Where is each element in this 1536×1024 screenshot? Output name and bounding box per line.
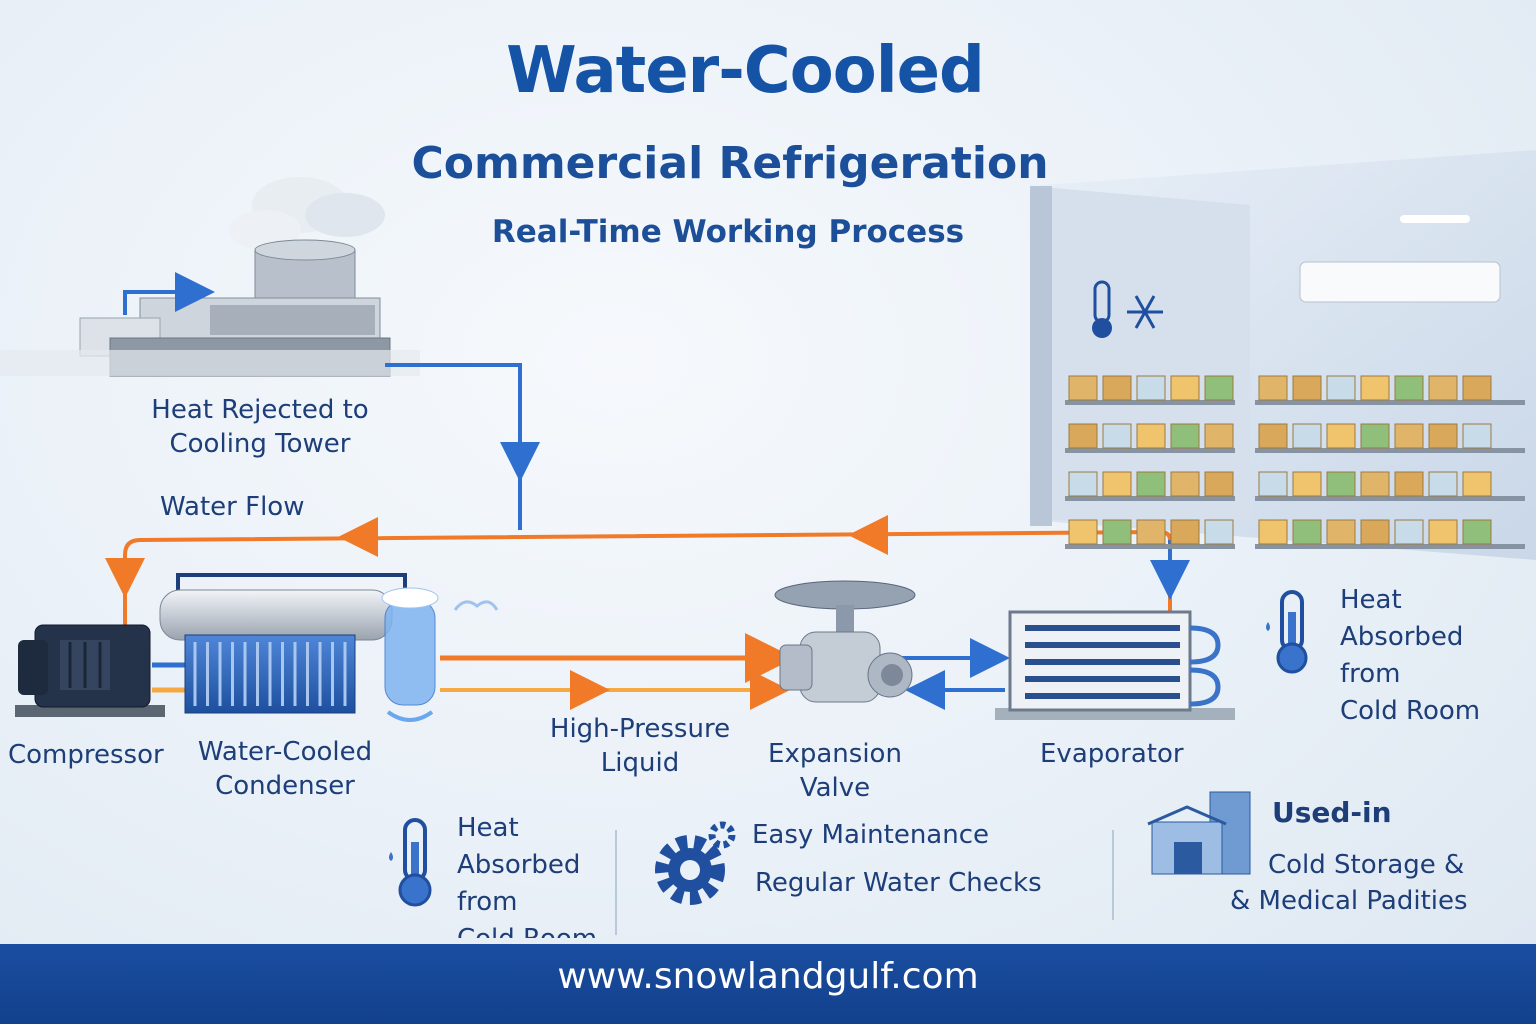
page-subtitle: Real-Time Working Process (491, 214, 965, 250)
condenser-label: Water-Cooled Condenser (197, 737, 373, 801)
storage-box (1360, 519, 1390, 545)
storage-box (1462, 519, 1492, 545)
storage-box (1204, 423, 1234, 449)
building-icon (1147, 791, 1251, 875)
shelf (1255, 448, 1525, 453)
storage-box (1428, 519, 1458, 545)
shelf (1065, 496, 1235, 501)
storage-box (1136, 519, 1166, 545)
storage-box (1428, 375, 1458, 401)
storage-box (1360, 423, 1390, 449)
cooling-tower-label: Heat Rejected to Cooling Tower (151, 395, 369, 459)
feature-used-in-line1: Cold Storage & (1268, 850, 1465, 880)
shelf (1065, 400, 1235, 405)
storage-box (1258, 471, 1288, 497)
storage-box (1102, 519, 1132, 545)
feature-divider (615, 830, 617, 935)
feature-divider (1112, 830, 1114, 920)
storage-box (1258, 375, 1288, 401)
thermometer-right-icon (1266, 590, 1308, 674)
condenser-icon (159, 573, 499, 722)
storage-box (1068, 471, 1098, 497)
storage-box (1102, 375, 1132, 401)
storage-box (1360, 471, 1390, 497)
evaporator-icon (995, 610, 1235, 720)
compressor-label: Compressor (8, 740, 164, 770)
storage-box (1170, 471, 1200, 497)
feature-used-in-line2: & Medical Padities (1230, 886, 1468, 916)
storage-box (1204, 519, 1234, 545)
storage-box (1136, 375, 1166, 401)
storage-box (1462, 423, 1492, 449)
feature-maintenance-subtitle: Regular Water Checks (755, 868, 1042, 898)
footer-bar (0, 944, 1536, 1024)
storage-box (1068, 423, 1098, 449)
storage-box (1204, 375, 1234, 401)
thermometer-feature-icon (389, 818, 432, 907)
storage-box (1360, 375, 1390, 401)
storage-box (1292, 375, 1322, 401)
storage-box (1204, 471, 1234, 497)
storage-box (1258, 519, 1288, 545)
page-title-line2: Commercial Refrigeration (411, 138, 1049, 189)
expansion-valve-icon (774, 580, 916, 703)
snowflake-icon (1127, 295, 1163, 329)
shelf (1255, 400, 1525, 405)
shelf (1255, 496, 1525, 501)
storage-box (1068, 519, 1098, 545)
storage-box (1326, 471, 1356, 497)
storage-box (1428, 423, 1458, 449)
storage-box (1394, 519, 1424, 545)
thermometer-icon (1092, 280, 1112, 338)
evaporator-label: Evaporator (1040, 739, 1184, 769)
cooling-tower-icon (0, 177, 420, 377)
shelf (1255, 544, 1525, 549)
storage-box (1394, 471, 1424, 497)
storage-box (1326, 519, 1356, 545)
storage-box (1292, 519, 1322, 545)
cold-room-illustration (1030, 150, 1536, 560)
storage-box (1068, 375, 1098, 401)
shelf (1065, 544, 1235, 549)
expansion-valve-label: Expansion Valve (768, 739, 902, 803)
footer-url-link[interactable]: www.snowlandgulf.com (557, 956, 979, 997)
feature-maintenance-title: Easy Maintenance (752, 820, 989, 850)
water-flow-label: Water Flow (160, 492, 305, 522)
storage-box (1258, 423, 1288, 449)
page-title: Water-Cooled (506, 34, 985, 108)
shelf (1065, 448, 1235, 453)
gear-icon (655, 821, 736, 905)
storage-box (1326, 375, 1356, 401)
storage-box (1136, 423, 1166, 449)
refrigeration-diagram (0, 150, 1536, 907)
compressor-icon (15, 624, 165, 717)
high-pressure-liquid-label: High-Pressure Liquid (549, 714, 731, 778)
storage-box (1462, 471, 1492, 497)
storage-box (1428, 471, 1458, 497)
feature-used-in-title: Used-in (1272, 796, 1392, 829)
storage-box (1102, 471, 1132, 497)
storage-box (1394, 375, 1424, 401)
storage-box (1292, 471, 1322, 497)
storage-box (1136, 471, 1166, 497)
feature-heat-absorbed: Heat Absorbed from Cold Room (457, 813, 597, 938)
storage-box (1292, 423, 1322, 449)
heat-absorbed-label: Heat Absorbed from Cold Room (1340, 585, 1481, 726)
storage-box (1462, 375, 1492, 401)
storage-box (1102, 423, 1132, 449)
storage-box (1170, 423, 1200, 449)
storage-box (1326, 423, 1356, 449)
storage-box (1394, 423, 1424, 449)
storage-box (1170, 519, 1200, 545)
storage-box (1170, 375, 1200, 401)
